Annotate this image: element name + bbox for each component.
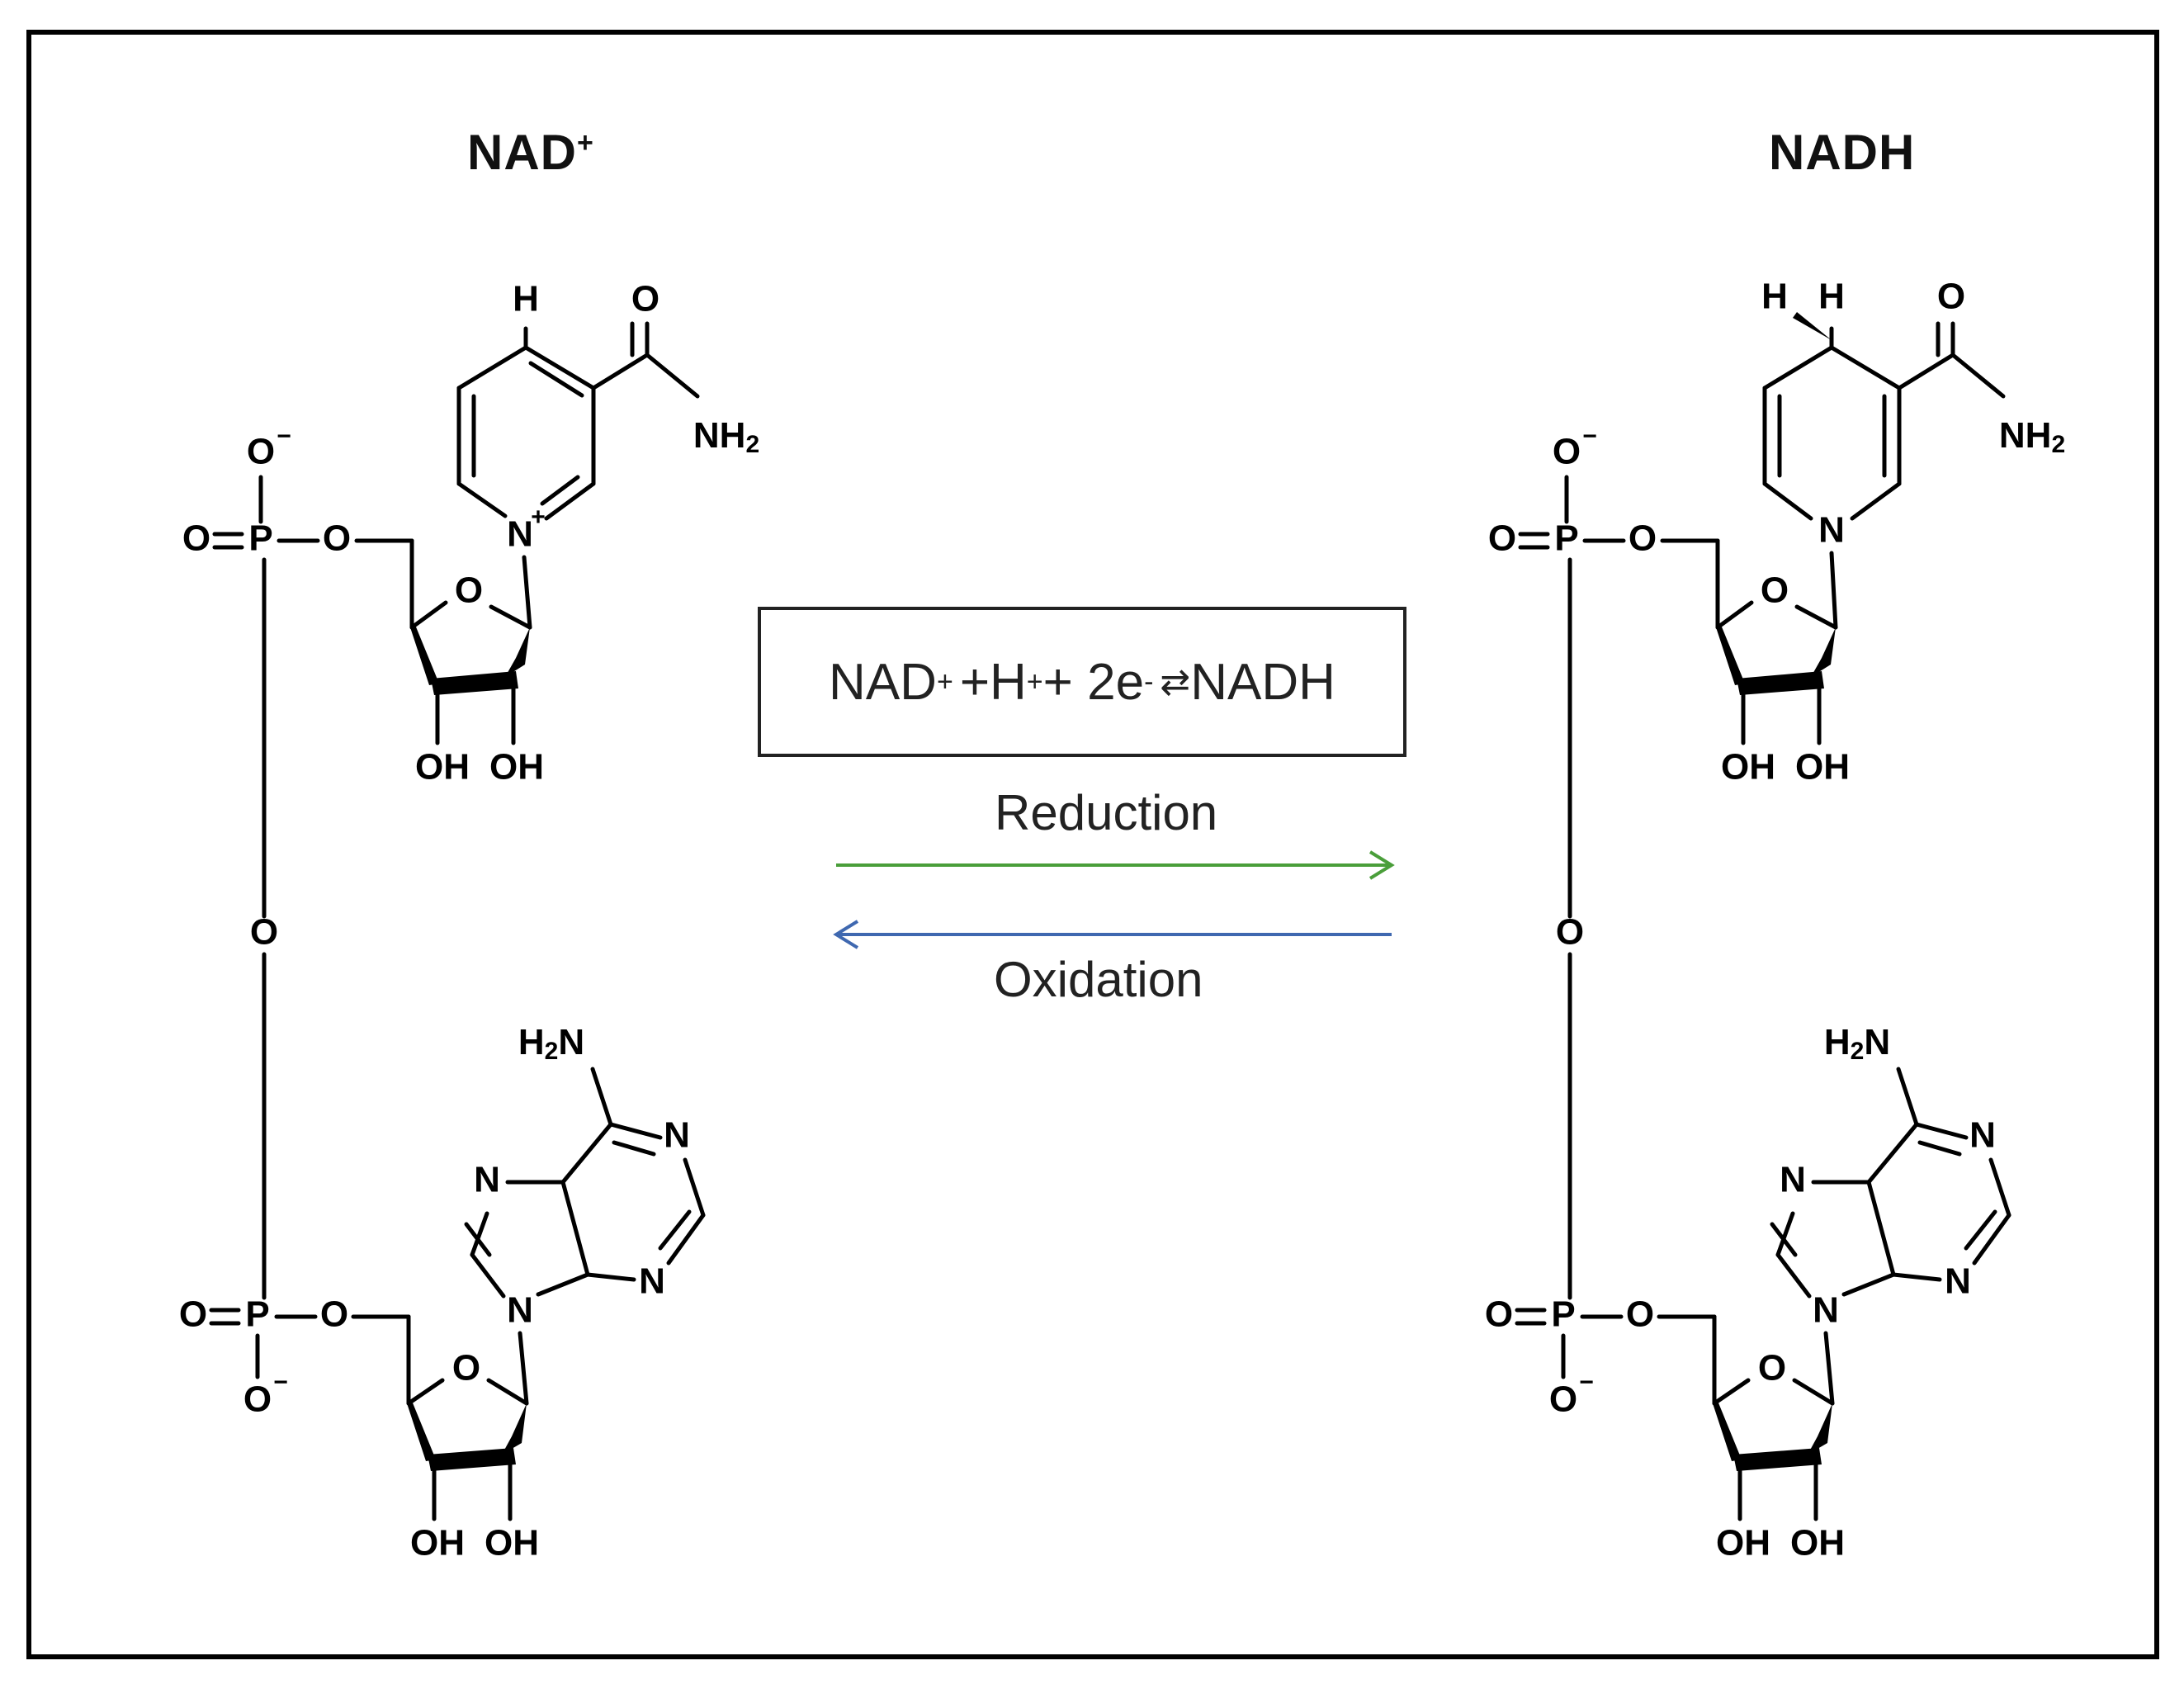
oh-left-atom: OH (1721, 747, 1775, 788)
figure-border (26, 30, 2159, 1659)
ring-h-atom: H (1818, 277, 1845, 317)
o-minus-charge: − (277, 423, 291, 450)
phosphate-p-atom: P (245, 1294, 269, 1335)
oxidation-label: Oxidation (994, 952, 1203, 1007)
o-minus-charge: − (273, 1369, 288, 1396)
carbonyl-o-atom: O (631, 279, 659, 319)
phosphate-o-atom: O (182, 518, 210, 559)
pyridinium-n-atom: N (507, 514, 533, 555)
equilibrium-arrow-icon: ⇄ (1160, 661, 1191, 703)
n9-atom: N (1813, 1290, 1839, 1331)
ribose-o-atom: O (1758, 1348, 1786, 1389)
oh-right-atom: OH (1795, 747, 1850, 788)
n-plus-charge: + (531, 504, 546, 531)
h2n-atom: H2N (1824, 1022, 1890, 1065)
oh-left-atom: OH (410, 1523, 465, 1564)
amide-nh2-atom: NH2 (1999, 415, 2065, 458)
n9-atom: N (507, 1290, 533, 1331)
eq-nadh: NADH (1190, 653, 1335, 711)
ribose-o-atom: O (1761, 570, 1789, 611)
n3-atom: N (1945, 1261, 1971, 1302)
ester-o-atom: O (1629, 518, 1657, 559)
oxidation-arrow (833, 920, 1392, 949)
ester-o-atom: O (323, 518, 351, 559)
eq-proton: +H (959, 653, 1027, 711)
phosphate-o-minus-atom: O (243, 1379, 272, 1420)
bridge-o-atom: O (1556, 912, 1584, 953)
phosphate-o-atom: O (1485, 1294, 1513, 1335)
ribose-o-atom: O (455, 570, 483, 611)
n7-atom: N (1780, 1160, 1806, 1200)
phosphate-p-atom: P (1554, 518, 1578, 559)
phosphate-o-minus-atom: O (1553, 432, 1581, 472)
eq-electron-charge: - (1144, 665, 1154, 698)
nad-plus-title: NAD+ (467, 125, 594, 180)
n3-atom: N (639, 1261, 665, 1302)
ring-h-atom: H (1761, 277, 1788, 317)
oh-right-atom: OH (489, 747, 544, 788)
reduction-arrow (836, 850, 1395, 880)
reaction-equation-box: NAD+ +H+ + 2e- ⇄ NADH (758, 607, 1406, 757)
phosphate-p-atom: P (1551, 1294, 1575, 1335)
n7-atom: N (474, 1160, 500, 1200)
eq-electrons: + 2e (1042, 653, 1145, 711)
oh-right-atom: OH (485, 1523, 539, 1564)
ester-o-atom: O (1626, 1294, 1654, 1335)
nadh-title: NADH (1769, 125, 1916, 180)
eq-nad: NAD (829, 653, 937, 711)
o-minus-charge: − (1579, 1369, 1594, 1396)
h2n-atom: H2N (518, 1022, 584, 1065)
ester-o-atom: O (320, 1294, 348, 1335)
eq-nad-charge: + (936, 665, 953, 698)
phosphate-o-minus-atom: O (1549, 1379, 1577, 1420)
phosphate-o-atom: O (1488, 518, 1516, 559)
o-minus-charge: − (1582, 423, 1597, 450)
carbonyl-o-atom: O (1937, 277, 1965, 317)
eq-proton-charge: + (1026, 665, 1043, 698)
reduction-label: Reduction (995, 785, 1218, 840)
oh-left-atom: OH (415, 747, 470, 788)
oh-left-atom: OH (1716, 1523, 1770, 1564)
n1-atom: N (664, 1115, 690, 1156)
amide-nh2-atom: NH2 (693, 415, 759, 458)
phosphate-o-atom: O (179, 1294, 207, 1335)
phosphate-p-atom: P (248, 518, 272, 559)
oh-right-atom: OH (1790, 1523, 1845, 1564)
phosphate-o-minus-atom: O (247, 432, 275, 472)
n1-atom: N (1969, 1115, 1996, 1156)
ring-h-atom: H (513, 279, 539, 319)
ribose-o-atom: O (452, 1348, 480, 1389)
bridge-o-atom: O (250, 912, 278, 953)
dihydropyridine-n-atom: N (1818, 510, 1845, 551)
